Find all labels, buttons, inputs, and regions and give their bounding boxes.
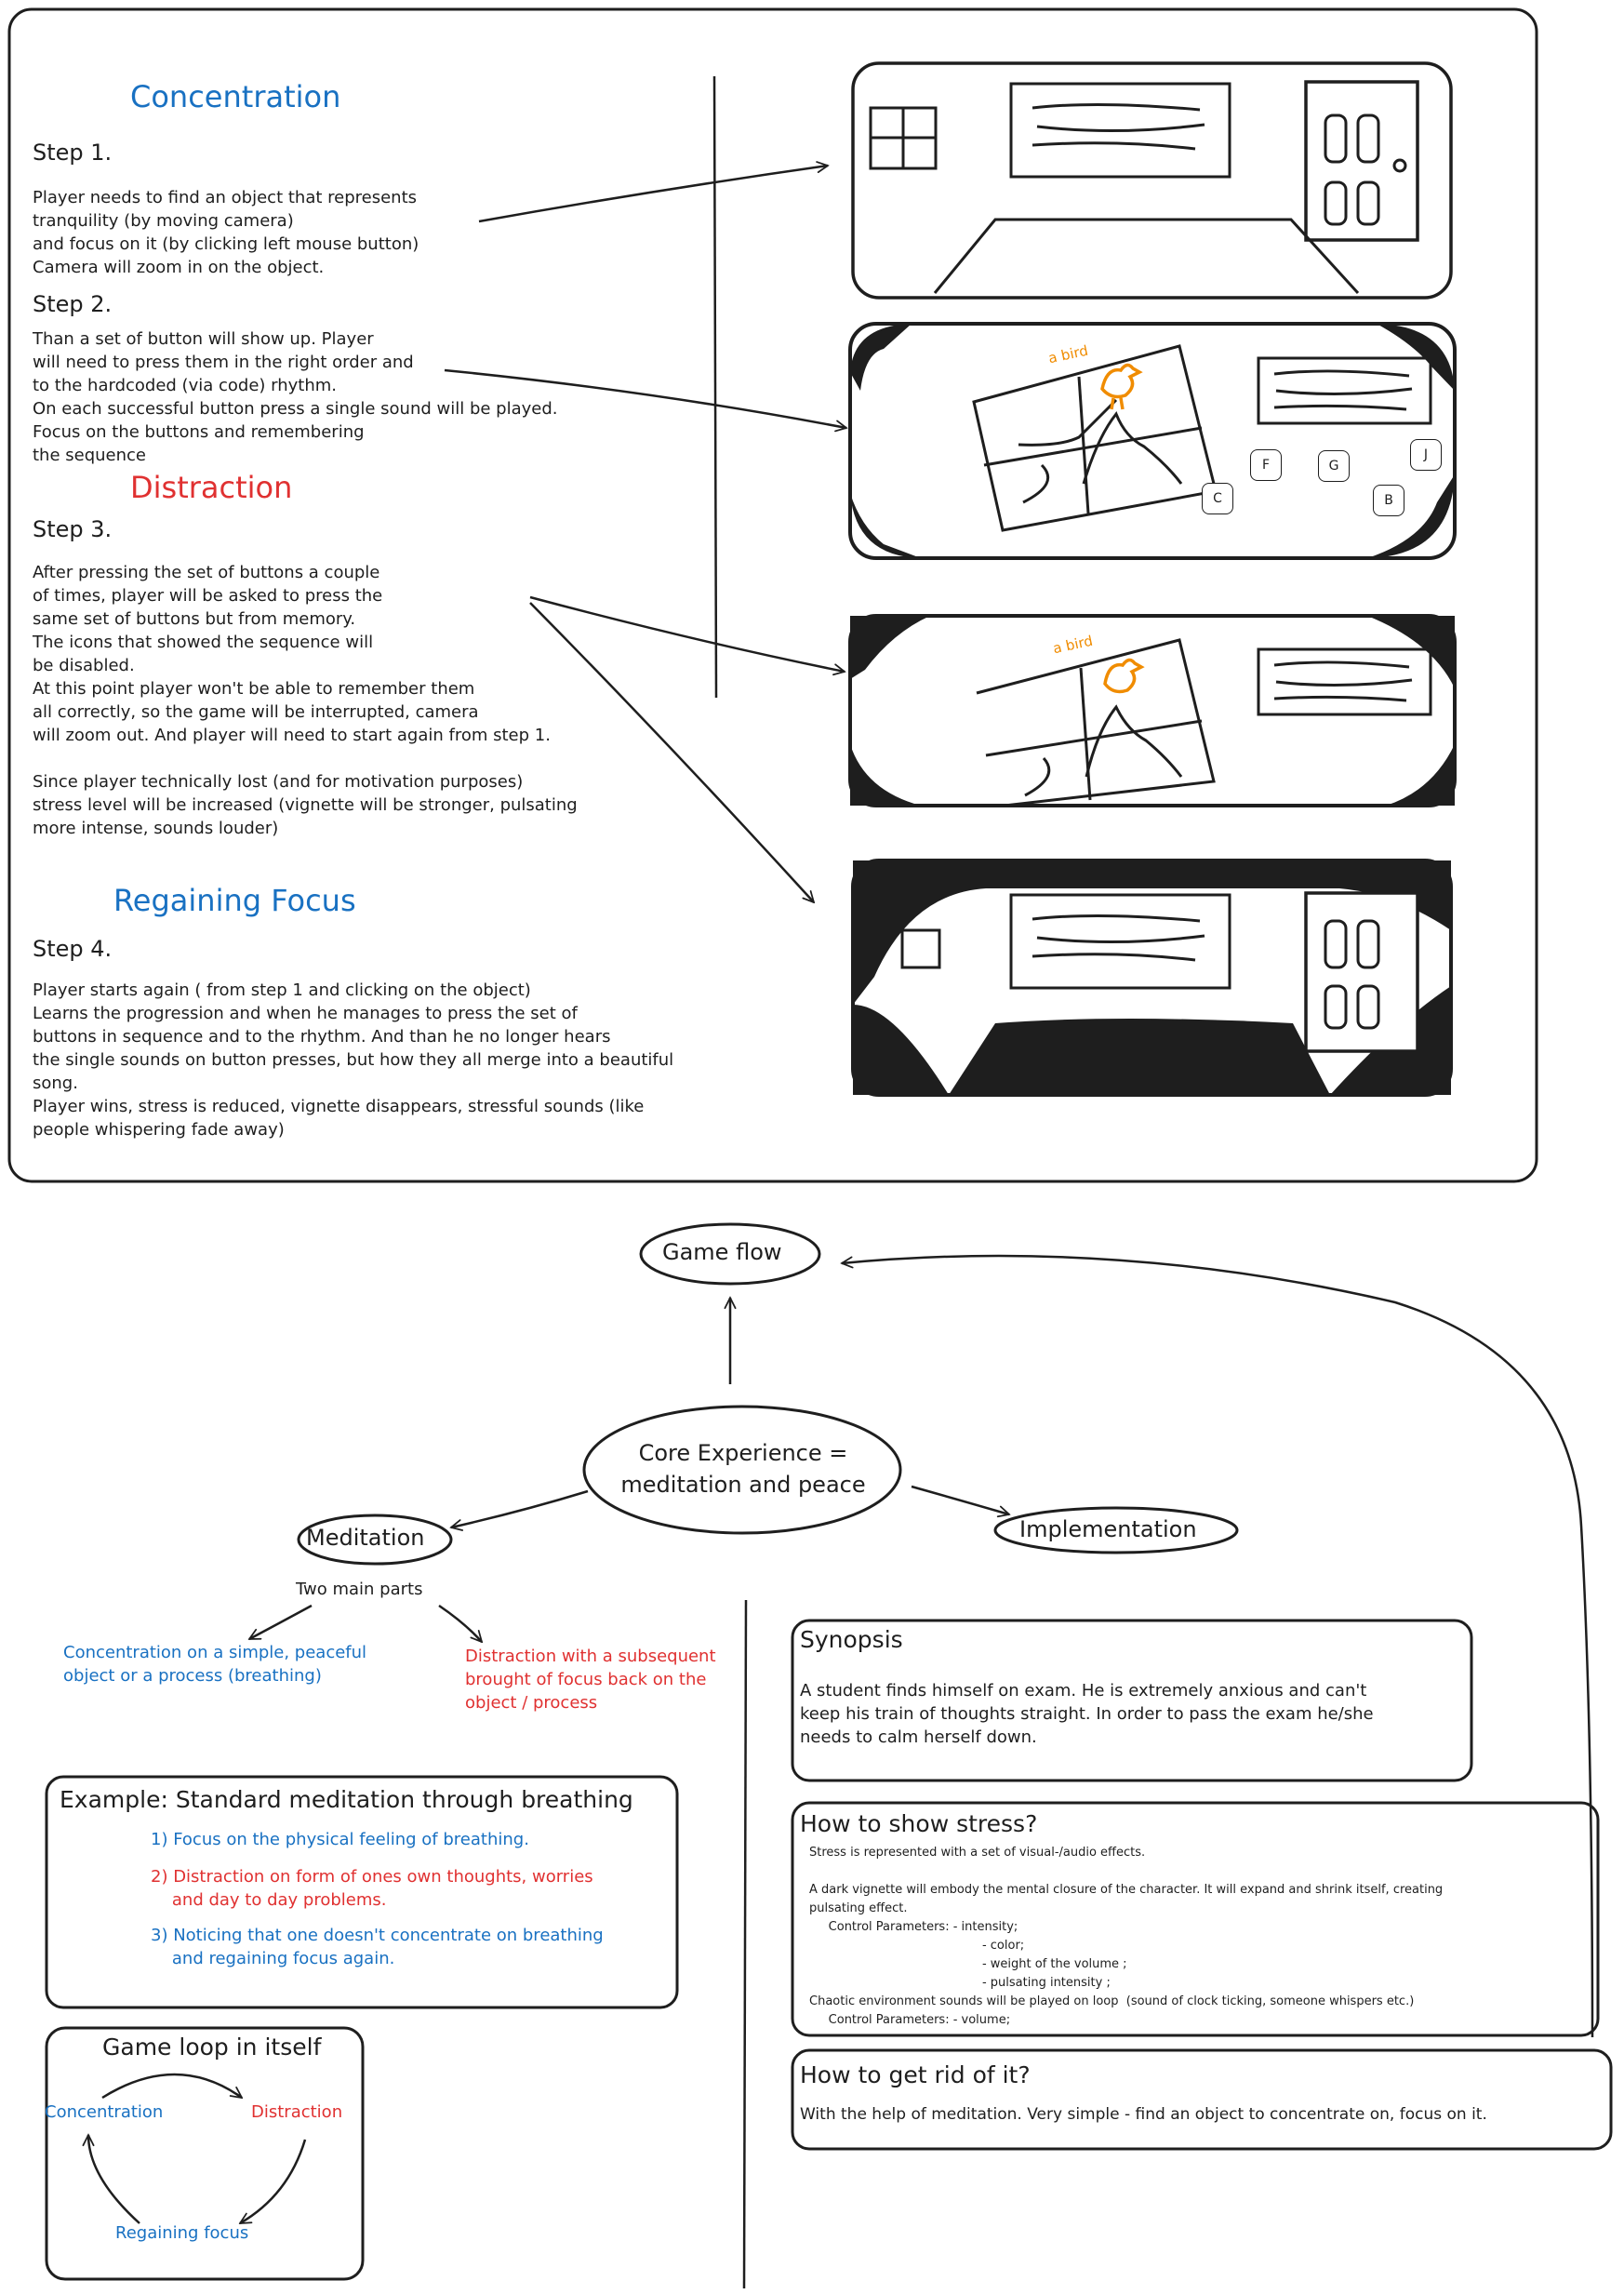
top-section-frame (7, 7, 1538, 1183)
step4-text: Player starts again ( from step 1 and cl… (33, 980, 674, 1140)
implementation-node (993, 1506, 1239, 1554)
step2-text: Than a set of button will show up. Playe… (33, 329, 558, 465)
rid-box (791, 2048, 1613, 2151)
key-c: C (1202, 483, 1233, 514)
example-step-2: 2) Distraction on form of ones own thoug… (151, 1867, 593, 1910)
panel-picture-keys (848, 322, 1457, 560)
distraction-part-text: Distraction with a subsequent brought of… (465, 1647, 716, 1713)
arrow-to-concentration-part (249, 1604, 313, 1641)
rid-title: How to get rid of it? (800, 2061, 1031, 2088)
panel-room-vignette (851, 859, 1453, 1097)
key-j: J (1410, 439, 1442, 471)
loop-arrow-left (88, 2135, 140, 2224)
arrow-step1 (478, 166, 828, 223)
game-flow-label: Game flow (662, 1239, 782, 1265)
concentration-heading: Concentration (130, 79, 341, 114)
two-main-parts-label: Two main parts (296, 1580, 423, 1599)
example-title: Example: Standard meditation through bre… (60, 1786, 633, 1813)
arrow-core-to-implementation (911, 1485, 1009, 1514)
key-f: F (1250, 449, 1282, 481)
arrow-step3a (529, 595, 845, 672)
panel-room-1 (851, 61, 1453, 300)
arrow-implementation-to-gameflow (842, 1254, 1594, 2038)
concentration-part-text: Concentration on a simple, peaceful obje… (63, 1643, 367, 1686)
step3-text: After pressing the set of buttons a coup… (33, 563, 578, 838)
meditation-node (297, 1514, 453, 1566)
step2-title: Step 2. (33, 291, 113, 317)
loop-distraction: Distraction (251, 2102, 343, 2122)
arrow-to-distraction-part (438, 1604, 482, 1642)
arrow-step2 (444, 368, 846, 428)
stress-title: How to show stress? (800, 1810, 1038, 1837)
bottom-divider (742, 1599, 748, 2289)
stress-box (791, 1801, 1600, 2037)
example-box (45, 1775, 679, 2009)
synopsis-box (791, 1619, 1473, 1782)
synopsis-title: Synopsis (800, 1626, 903, 1653)
step3-title: Step 3. (33, 516, 113, 542)
rid-text: With the help of meditation. Very simple… (800, 2105, 1487, 2124)
core-experience-label: Core Experience = meditation and peace (620, 1440, 866, 1498)
step1-title: Step 1. (33, 140, 113, 166)
game-loop-title: Game loop in itself (102, 2034, 322, 2061)
stress-text: Stress is represented with a set of visu… (809, 1846, 1444, 2027)
regaining-focus-heading: Regaining Focus (113, 883, 356, 918)
loop-arrow-right (240, 2139, 307, 2225)
game-loop-box (45, 2026, 365, 2281)
example-step-1: 1) Focus on the physical feeling of brea… (151, 1830, 529, 1849)
arrow-step3b (529, 602, 814, 902)
synopsis-text: A student finds himself on exam. He is e… (800, 1681, 1374, 1747)
top-divider (712, 75, 718, 699)
key-g: G (1318, 450, 1350, 482)
arrow-core-to-meditation (451, 1489, 589, 1527)
game-flow-node (639, 1222, 821, 1286)
loop-arrow-top (101, 2073, 242, 2098)
step1-text: Player needs to find an object that repr… (33, 188, 419, 277)
panel-picture-vignette (848, 614, 1457, 807)
meditation-label: Meditation (306, 1525, 425, 1551)
implementation-label: Implementation (1019, 1516, 1197, 1542)
loop-regaining-focus: Regaining focus (115, 2223, 249, 2243)
example-step-3: 3) Noticing that one doesn't concentrate… (151, 1926, 604, 1968)
distraction-heading: Distraction (130, 470, 293, 505)
key-b: B (1373, 485, 1404, 516)
loop-concentration: Concentration (45, 2102, 164, 2122)
core-experience-node (582, 1405, 902, 1535)
step4-title: Step 4. (33, 936, 113, 962)
